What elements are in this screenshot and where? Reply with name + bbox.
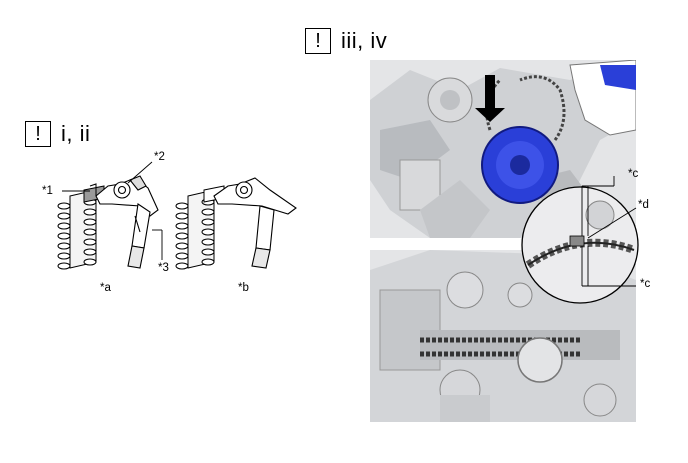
right-rocker-tool — [213, 177, 297, 269]
header-right-steps: iii, iv — [341, 28, 388, 53]
header-left-steps: i, ii — [61, 121, 91, 146]
callout-1: *1 — [42, 185, 53, 197]
header-left: ! i, ii — [25, 121, 90, 147]
upper-engine-photo — [370, 60, 636, 238]
callout-a: *a — [100, 282, 111, 294]
zoom-circle — [521, 186, 639, 304]
callout-b: *b — [238, 282, 249, 294]
callout-3: *3 — [158, 262, 169, 274]
callout-c-bottom: *c — [640, 278, 651, 290]
exclamation-box-icon: ! — [305, 28, 331, 54]
left-rocker-tool — [95, 175, 159, 269]
leader-lines-right — [581, 176, 637, 287]
callout-2: *2 — [154, 151, 165, 163]
header-right: ! iii, iv — [305, 28, 387, 54]
exclamation-box-icon: ! — [25, 121, 51, 147]
leader-lines-left — [62, 161, 163, 260]
callout-c-top: *c — [628, 168, 639, 180]
callout-d: *d — [638, 199, 649, 211]
